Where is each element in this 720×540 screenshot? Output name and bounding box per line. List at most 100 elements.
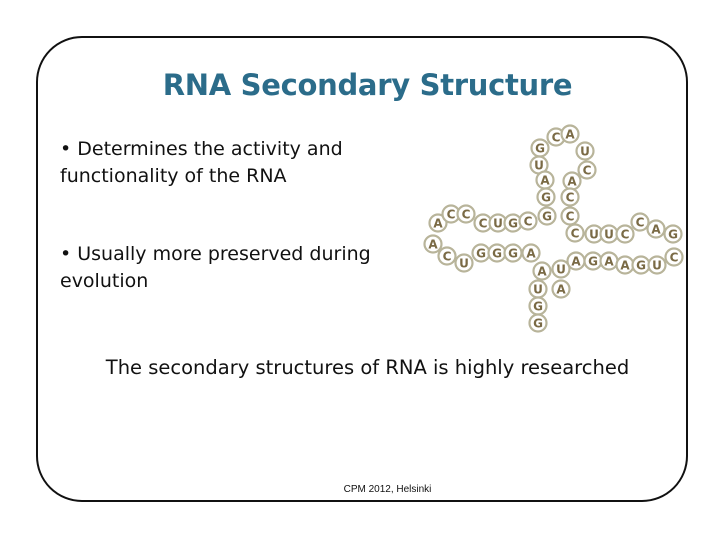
nucleotide-label: A	[565, 127, 575, 141]
nucleotide: A	[562, 171, 582, 191]
nucleotide-label: U	[556, 262, 566, 276]
nucleotide-circle	[630, 212, 650, 232]
caption-text: The secondary structures of RNA is highl…	[105, 356, 630, 379]
nucleotide: A	[566, 251, 586, 271]
nucleotide: U	[575, 141, 595, 161]
nucleotide-label: A	[620, 258, 630, 272]
nucleotide: G	[503, 243, 523, 263]
nucleotide: G	[583, 251, 603, 271]
nucleotide-label: G	[476, 246, 486, 260]
nucleotide: C	[615, 224, 635, 244]
nucleotide: G	[528, 313, 548, 333]
nucleotide: C	[630, 212, 650, 232]
nucleotide: C	[456, 204, 476, 224]
nucleotide-circle	[456, 204, 476, 224]
nucleotide: C	[565, 223, 585, 243]
nucleotide-label: U	[459, 256, 469, 270]
nucleotide-label: C	[566, 190, 575, 204]
nucleotide-label: C	[447, 207, 456, 221]
nucleotide: A	[535, 170, 555, 190]
nucleotide: C	[560, 187, 580, 207]
nucleotide-label: C	[462, 207, 471, 221]
nucleotide-circle	[647, 255, 667, 275]
nucleotide-circle	[518, 211, 538, 231]
nucleotide: C	[437, 246, 457, 266]
nucleotide-label: A	[428, 237, 438, 251]
nucleotide: A	[521, 243, 541, 263]
nucleotide-circle	[428, 213, 448, 233]
nucleotide: G	[471, 243, 491, 263]
nucleotide-label: C	[571, 226, 580, 240]
nucleotide-label: G	[668, 227, 678, 241]
nucleotide-label: A	[571, 254, 581, 268]
nucleotide-circle	[575, 141, 595, 161]
bullet-activity: • Determines the activity and functional…	[60, 138, 343, 187]
nucleotide-label: C	[479, 216, 488, 230]
nucleotide: C	[518, 211, 538, 231]
nucleotide-label: C	[670, 250, 679, 264]
nucleotide-label: A	[540, 173, 550, 187]
nucleotide-label: C	[583, 163, 592, 177]
nucleotide-circle	[528, 313, 548, 333]
nucleotide-circle	[536, 187, 556, 207]
nucleotide-circle	[551, 279, 571, 299]
nucleotide-label: A	[556, 282, 566, 296]
nucleotide-circle	[560, 124, 580, 144]
nucleotide-circle	[560, 206, 580, 226]
nucleotide-circle	[663, 224, 683, 244]
nucleotide: G	[487, 243, 507, 263]
nucleotide: A	[599, 251, 619, 271]
nucleotide: A	[560, 124, 580, 144]
nucleotide: C	[577, 160, 597, 180]
nucleotide-label: C	[566, 209, 575, 223]
nucleotide-circle	[437, 246, 457, 266]
nucleotide: U	[647, 255, 667, 275]
nucleotide: U	[454, 253, 474, 273]
nucleotide-label: U	[580, 144, 590, 158]
nucleotide: A	[532, 261, 552, 281]
nucleotide-label: U	[534, 158, 544, 172]
nucleotide: U	[528, 279, 548, 299]
nucleotide-circle	[532, 261, 552, 281]
nucleotide-circle	[615, 224, 635, 244]
nucleotide: A	[428, 213, 448, 233]
nucleotide-label: G	[533, 316, 543, 330]
nucleotide-label: A	[526, 246, 536, 260]
nucleotide: A	[646, 219, 666, 239]
bullet-preserved: • Usually more preserved during evolutio…	[60, 243, 371, 292]
nucleotide: G	[537, 206, 557, 226]
nucleotide-label: U	[604, 227, 614, 241]
nucleotide-label: U	[652, 258, 662, 272]
nucleotide-label: A	[537, 264, 547, 278]
nucleotide-circle	[577, 160, 597, 180]
nucleotide-label: C	[443, 249, 452, 263]
nucleotide-label: C	[636, 215, 645, 229]
nucleotide: C	[560, 206, 580, 226]
nucleotide-label: G	[492, 246, 502, 260]
nucleotide-circle	[551, 259, 571, 279]
nucleotide-circle	[521, 243, 541, 263]
nucleotide-label: U	[493, 216, 503, 230]
nucleotide-circle	[537, 206, 557, 226]
nucleotide-label: G	[541, 190, 551, 204]
nucleotide-label: A	[433, 216, 443, 230]
nucleotide-label: G	[588, 254, 598, 268]
nucleotide-label: U	[533, 282, 543, 296]
nucleotide-circle	[423, 234, 443, 254]
nucleotide-label: G	[542, 209, 552, 223]
nucleotide-label: G	[533, 299, 543, 313]
nucleotide-circle	[560, 187, 580, 207]
nucleotide-label: U	[589, 227, 599, 241]
nucleotide-label: C	[552, 130, 561, 144]
nucleotide-circle	[664, 247, 684, 267]
nucleotide: G	[536, 187, 556, 207]
nucleotide: G	[528, 296, 548, 316]
nucleotide-label: G	[508, 216, 518, 230]
footer-text: CPM 2012, Helsinki	[343, 484, 432, 495]
nucleotide-label: C	[621, 227, 630, 241]
nucleotide-circle	[565, 223, 585, 243]
nucleotide: C	[546, 127, 566, 147]
nucleotide-label: G	[535, 141, 545, 155]
nucleotide: A	[423, 234, 443, 254]
